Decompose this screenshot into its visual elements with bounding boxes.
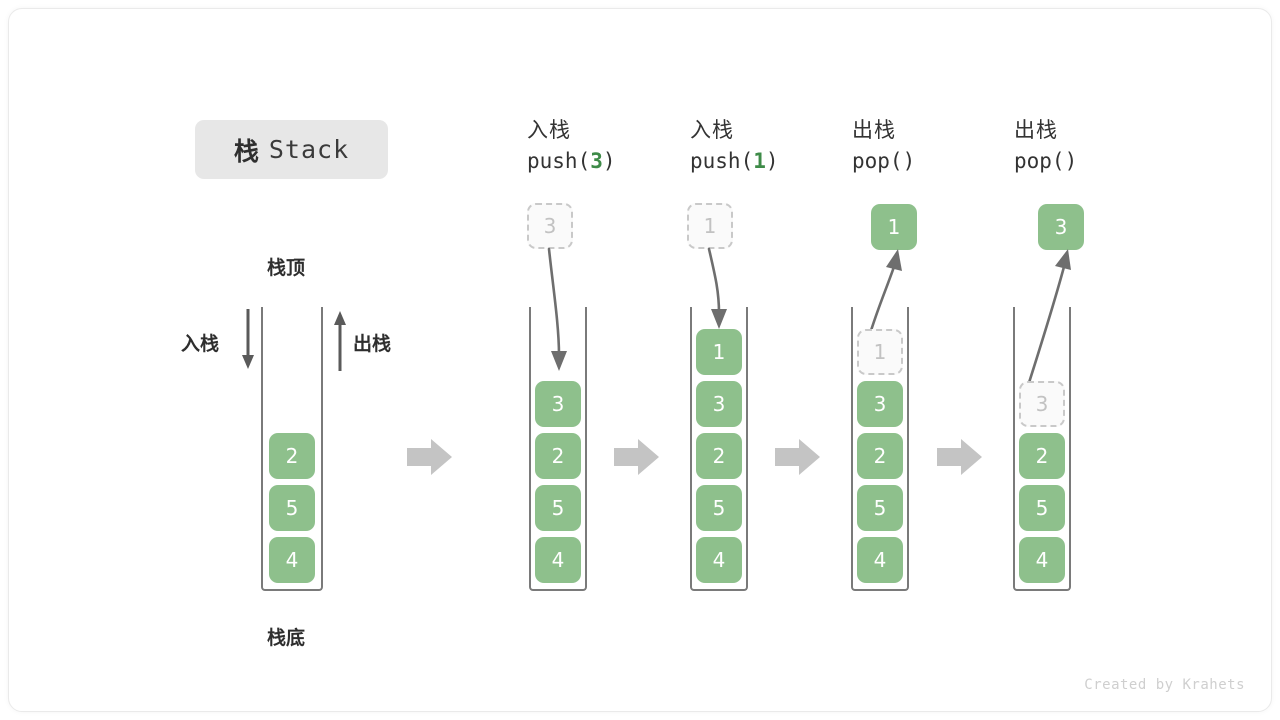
stack-bottom-label: 栈底 bbox=[267, 627, 306, 649]
code-suffix: ) bbox=[765, 149, 779, 173]
pop-motion-arrow-icon bbox=[1025, 249, 1071, 391]
pop-motion-arrow-icon bbox=[867, 249, 902, 339]
stack-box: 2 bbox=[269, 433, 315, 479]
stack-box: 5 bbox=[857, 485, 903, 531]
flow-arrow-icon bbox=[937, 439, 982, 475]
stack-box: 4 bbox=[269, 537, 315, 583]
stack-container-push-3 bbox=[529, 307, 587, 591]
stack-box: 2 bbox=[696, 433, 742, 479]
popped-element: 1 bbox=[871, 204, 917, 250]
push-side-label: 入栈 bbox=[181, 333, 220, 355]
removed-element-ghost: 3 bbox=[1019, 381, 1065, 427]
stack-box: 2 bbox=[1019, 433, 1065, 479]
stack-box: 3 bbox=[535, 381, 581, 427]
footer-credit: Created by Krahets bbox=[1084, 677, 1245, 693]
push-motion-arrow-icon bbox=[547, 247, 567, 371]
stack-box: 4 bbox=[696, 537, 742, 583]
column-header-pop-1: 出栈 pop() bbox=[852, 115, 915, 177]
flow-arrow-icon bbox=[407, 439, 452, 475]
column-header-code: push(3) bbox=[527, 145, 616, 177]
stack-container-pop-2 bbox=[1013, 307, 1071, 591]
stack-box: 4 bbox=[857, 537, 903, 583]
code-argument: 3 bbox=[590, 149, 603, 173]
stack-box: 2 bbox=[535, 433, 581, 479]
stack-box: 4 bbox=[535, 537, 581, 583]
stack-box: 4 bbox=[1019, 537, 1065, 583]
column-header-cn: 入栈 bbox=[527, 118, 571, 142]
code-prefix: push( bbox=[690, 149, 754, 173]
push-motion-arrow-icon bbox=[707, 247, 727, 329]
flow-arrow-icon bbox=[775, 439, 820, 475]
stack-container-push-1 bbox=[690, 307, 748, 591]
column-header-cn: 出栈 bbox=[1014, 118, 1058, 142]
column-header-code: push(1) bbox=[690, 145, 779, 177]
stack-box: 1 bbox=[696, 329, 742, 375]
stack-box: 5 bbox=[269, 485, 315, 531]
column-header-push-1: 入栈 push(1) bbox=[690, 115, 779, 177]
column-header-code: pop() bbox=[852, 149, 916, 173]
pop-direction-arrow-icon bbox=[334, 311, 346, 371]
stack-box: 3 bbox=[857, 381, 903, 427]
column-header-code: pop() bbox=[1014, 149, 1078, 173]
diagram-title-badge: 栈 Stack bbox=[195, 120, 388, 179]
pop-side-label: 出栈 bbox=[353, 333, 392, 355]
title-chinese: 栈 bbox=[233, 136, 259, 166]
removed-element-ghost: 1 bbox=[857, 329, 903, 375]
column-header-push-3: 入栈 push(3) bbox=[527, 115, 616, 177]
incoming-element-ghost: 1 bbox=[687, 203, 733, 249]
column-header-cn: 出栈 bbox=[852, 118, 896, 142]
title-english: Stack bbox=[268, 135, 350, 164]
stack-box: 5 bbox=[696, 485, 742, 531]
stack-box: 5 bbox=[1019, 485, 1065, 531]
stack-box: 3 bbox=[696, 381, 742, 427]
column-header-pop-2: 出栈 pop() bbox=[1014, 115, 1077, 177]
popped-element: 3 bbox=[1038, 204, 1084, 250]
incoming-element-ghost: 3 bbox=[527, 203, 573, 249]
code-suffix: ) bbox=[602, 149, 616, 173]
stack-box: 2 bbox=[857, 433, 903, 479]
stack-container-pop-1 bbox=[851, 307, 909, 591]
stack-box: 5 bbox=[535, 485, 581, 531]
column-header-cn: 入栈 bbox=[690, 118, 734, 142]
stack-container-initial bbox=[261, 307, 323, 591]
stack-top-label: 栈顶 bbox=[267, 257, 306, 279]
push-direction-arrow-icon bbox=[242, 309, 254, 369]
flow-arrow-icon bbox=[614, 439, 659, 475]
code-argument: 1 bbox=[753, 149, 766, 173]
code-prefix: push( bbox=[527, 149, 591, 173]
diagram-card: 栈 Stack 栈顶 栈底 入栈 出栈 2 5 4 入栈 push(3) 3 3… bbox=[8, 8, 1272, 712]
